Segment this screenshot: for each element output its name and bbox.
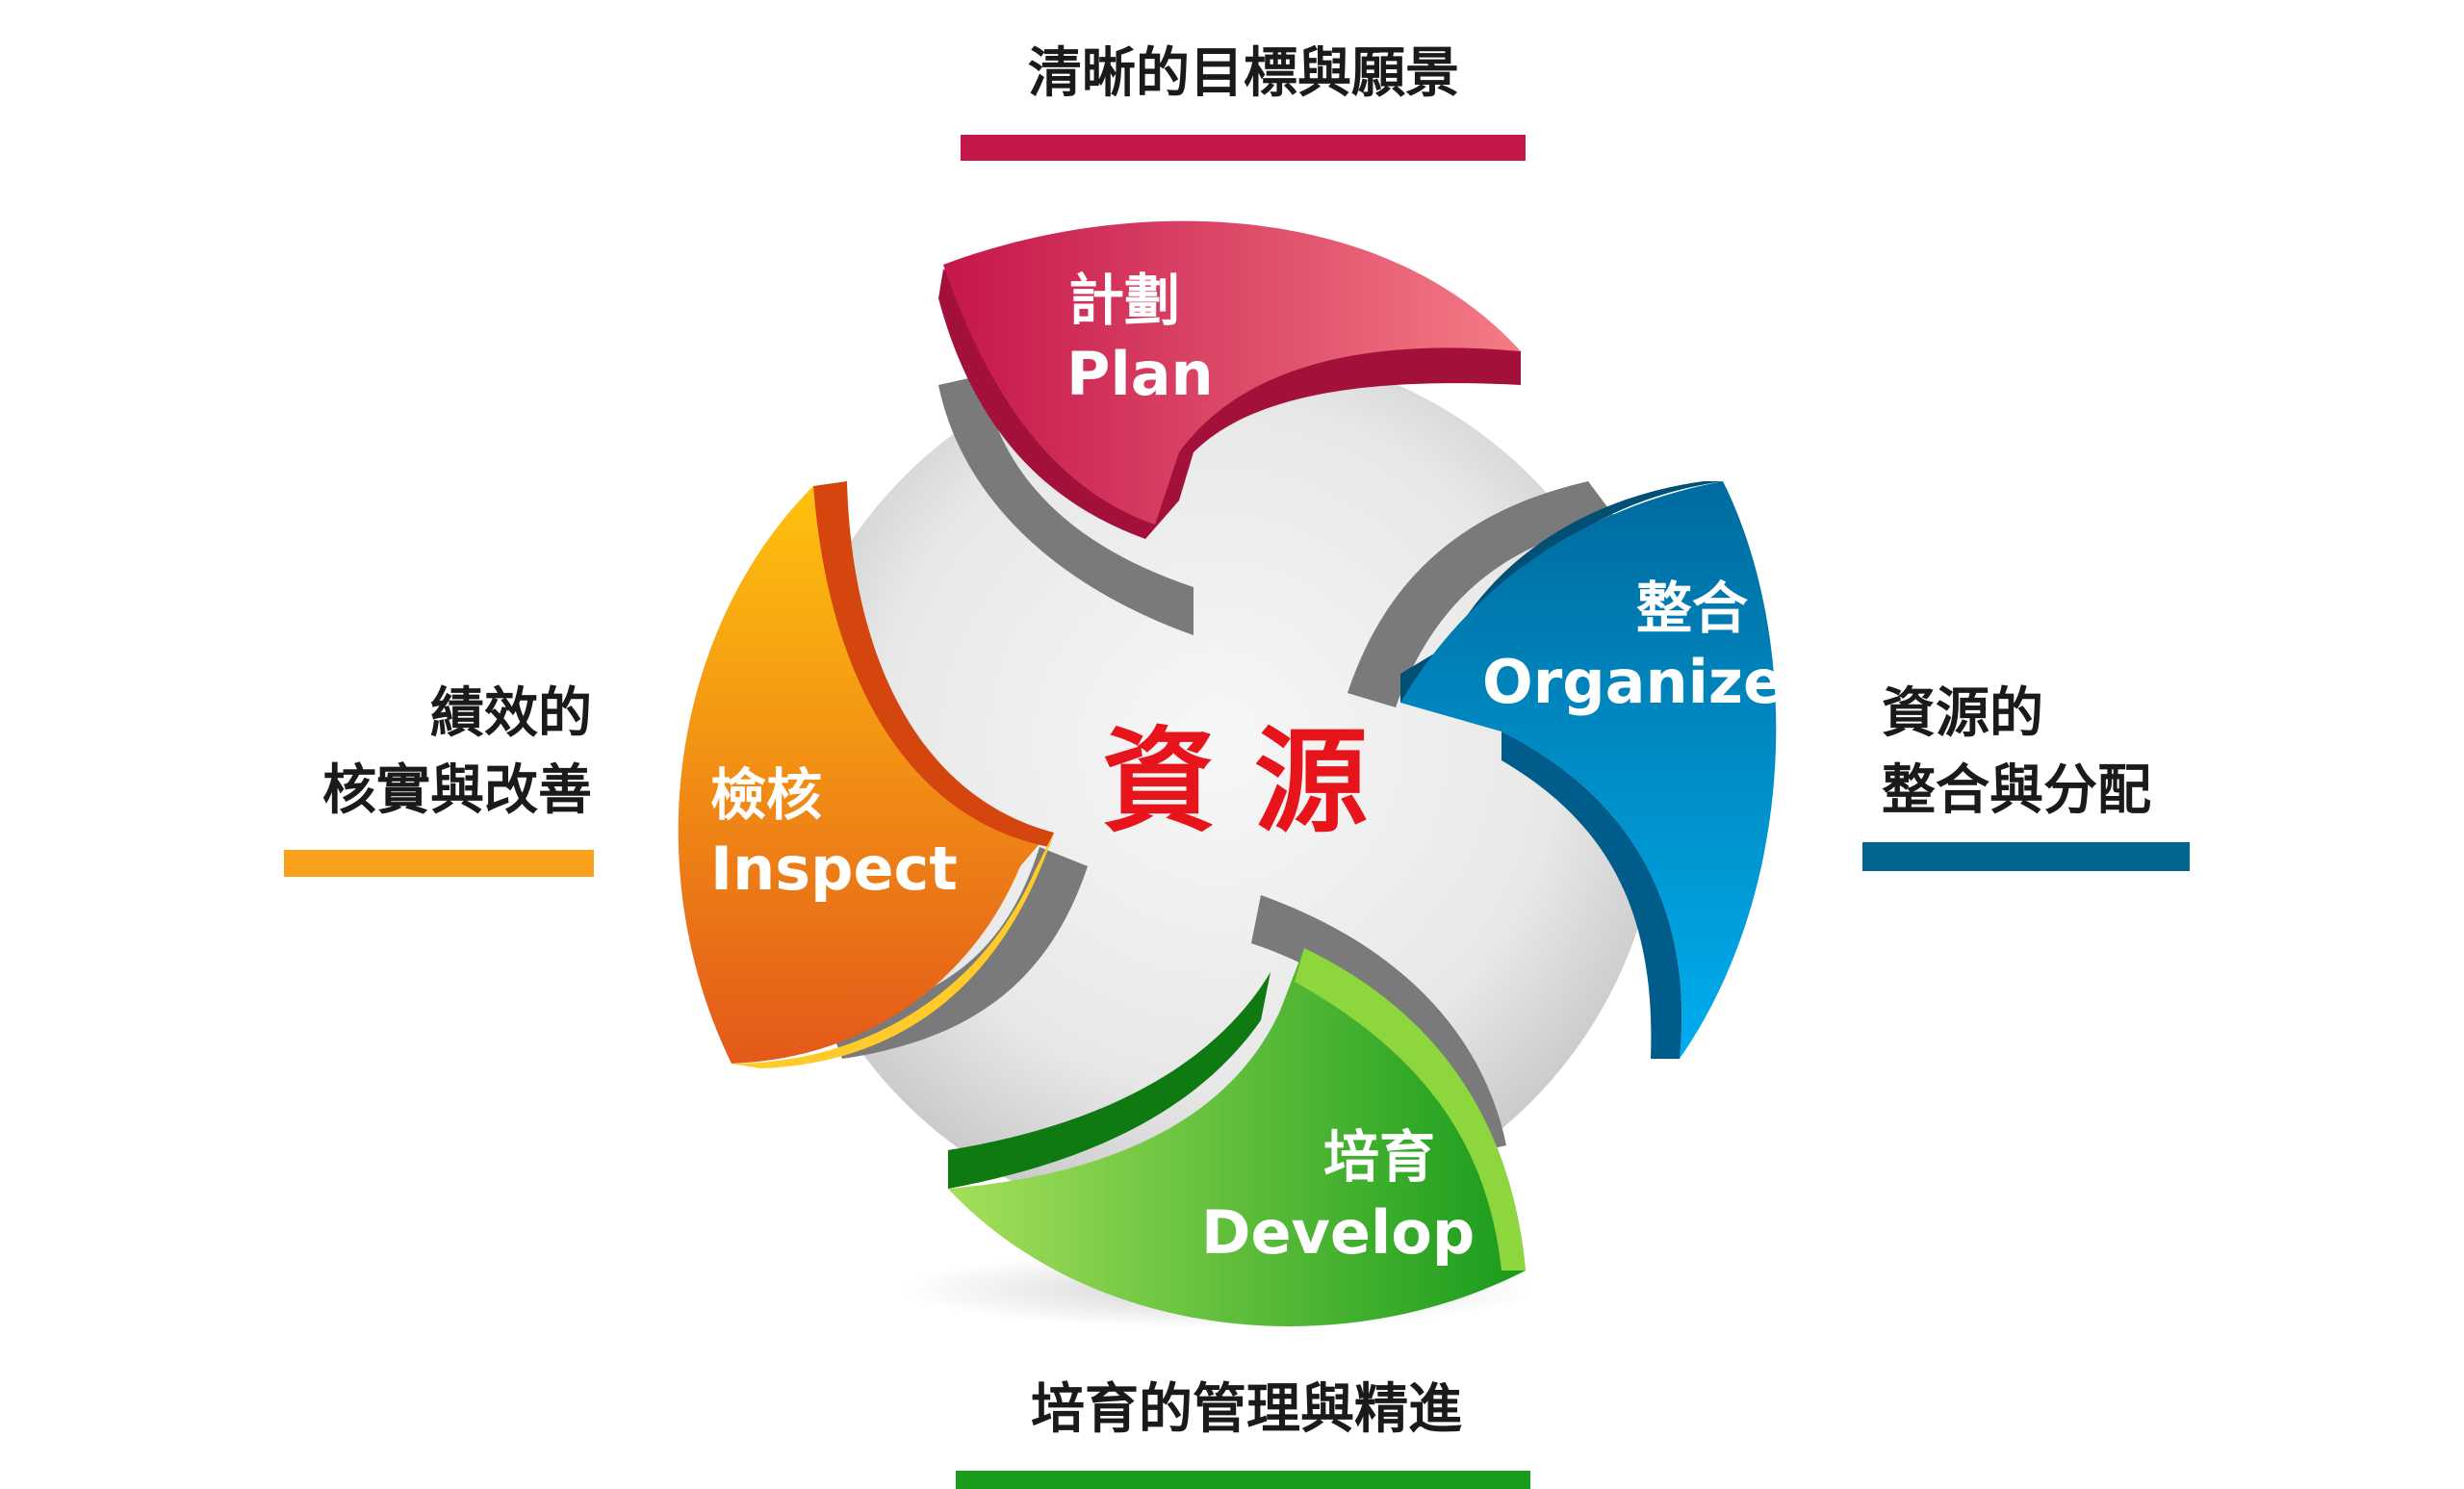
petal-inspect-cn: 檢核 [710,762,822,828]
petal-inspect-rim-bottom [732,833,1054,1068]
petal-organize-cn: 整合 [1636,576,1748,641]
caption-bottom-bar [956,1471,1530,1489]
caption-top-text: 清晰的目標與願景 [1028,42,1459,105]
petal-organize-rim [1502,732,1682,1059]
petal-develop-side [948,972,1270,1189]
caption-top: 清晰的目標與願景 [961,42,1526,161]
petal-develop: 培育 Develop [948,948,1526,1326]
petal-develop-rim [1295,948,1526,1271]
petal-organize-face [1400,481,1777,1059]
petal-plan-en: Plan [1066,339,1214,409]
caption-right-line-2: 整合與分配 [1882,759,2151,822]
caption-bottom-text: 培育的管理與精進 [1031,1378,1462,1441]
petal-organize-en: Organize [1482,647,1784,717]
petal-organize: 整合 Organize [1400,481,1784,1059]
caption-bottom: 培育的管理與精進 [956,1378,1530,1489]
petal-plan-cn: 計劃 [1068,268,1180,333]
petal-plan: 計劃 Plan [938,220,1521,539]
center-label: 資源 [1102,714,1406,848]
caption-top-bar [961,135,1526,161]
petal-inspect: 檢核 Inspect [678,481,1054,1068]
petal-develop-cn: 培育 [1323,1124,1435,1190]
caption-left-line-2: 核實與改善 [322,759,592,822]
petal-develop-face [948,948,1526,1326]
caption-right-line-1: 資源的 [1882,682,2043,745]
petal-develop-en: Develop [1201,1197,1475,1268]
caption-right-bar [1862,842,2190,871]
petal-inspect-face [678,486,1049,1064]
petal-inspect-en: Inspect [710,834,958,904]
petal-inspect-rim-top [813,481,1054,847]
caption-left: 績效的 核實與改善 [284,682,594,877]
caption-left-line-1: 績效的 [430,682,592,745]
caption-left-bar [284,850,594,877]
petal-plan-face [943,220,1521,525]
caption-right: 資源的 整合與分配 [1862,682,2190,871]
